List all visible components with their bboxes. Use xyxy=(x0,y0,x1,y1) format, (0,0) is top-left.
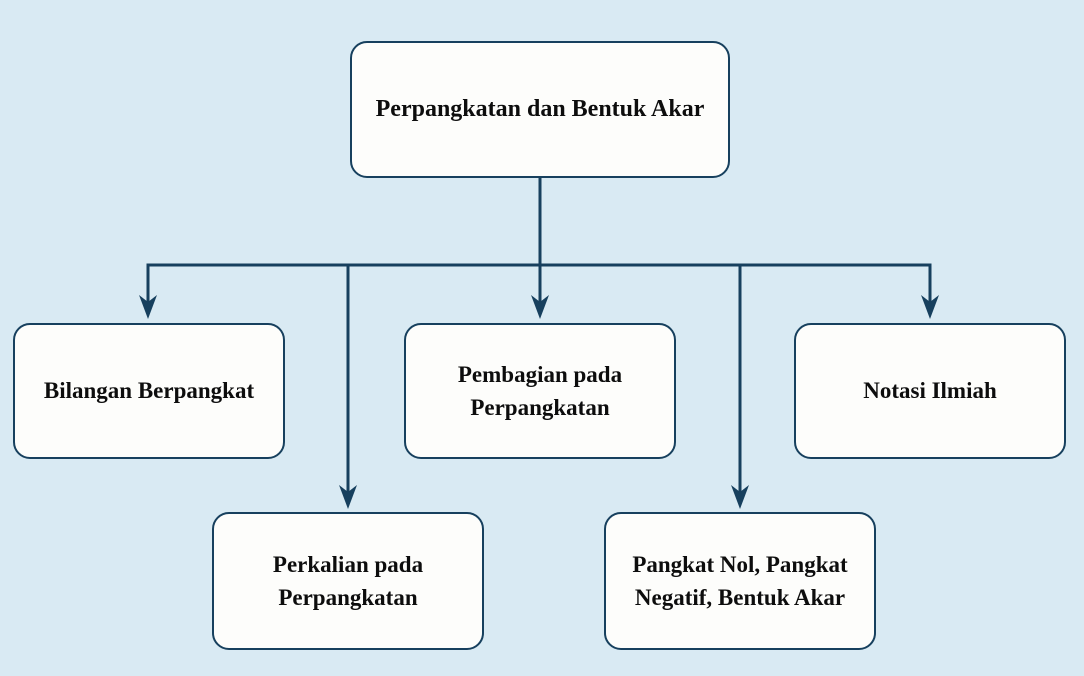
arrowhead-pembagian xyxy=(531,295,549,319)
node-pangkat-nol-pangkat-negatif-bentuk-akar: Pangkat Nol, Pangkat Negatif, Bentuk Aka… xyxy=(604,512,876,650)
node-bilangan-berpangkat: Bilangan Berpangkat xyxy=(13,323,285,459)
node-perpangkatan-dan-bentuk-akar: Perpangkatan dan Bentuk Akar xyxy=(350,41,730,178)
node-label: Notasi Ilmiah xyxy=(863,378,997,404)
node-perkalian-pada-perpangkatan: Perkalian pada Perpangkatan xyxy=(212,512,484,650)
arrowhead-notasi-ilmiah xyxy=(921,295,939,319)
arrowhead-bilangan-berpangkat xyxy=(139,295,157,319)
node-label: Bilangan Berpangkat xyxy=(43,378,255,404)
node-label: Perkalian pada Perpangkatan xyxy=(272,551,424,610)
node-label: Perpangkatan dan Bentuk Akar xyxy=(375,96,705,122)
node-label: Pangkat Nol, Pangkat Negatif, Bentuk Aka… xyxy=(632,551,848,610)
arrowhead-perkalian xyxy=(339,485,357,509)
node-pembagian-pada-perpangkatan: Pembagian pada Perpangkatan xyxy=(404,323,676,459)
connector-rail xyxy=(146,263,932,304)
arrowhead-pangkat-nol xyxy=(731,485,749,509)
node-label: Pembagian pada Perpangkatan xyxy=(457,361,623,420)
node-notasi-ilmiah: Notasi Ilmiah xyxy=(794,323,1066,459)
